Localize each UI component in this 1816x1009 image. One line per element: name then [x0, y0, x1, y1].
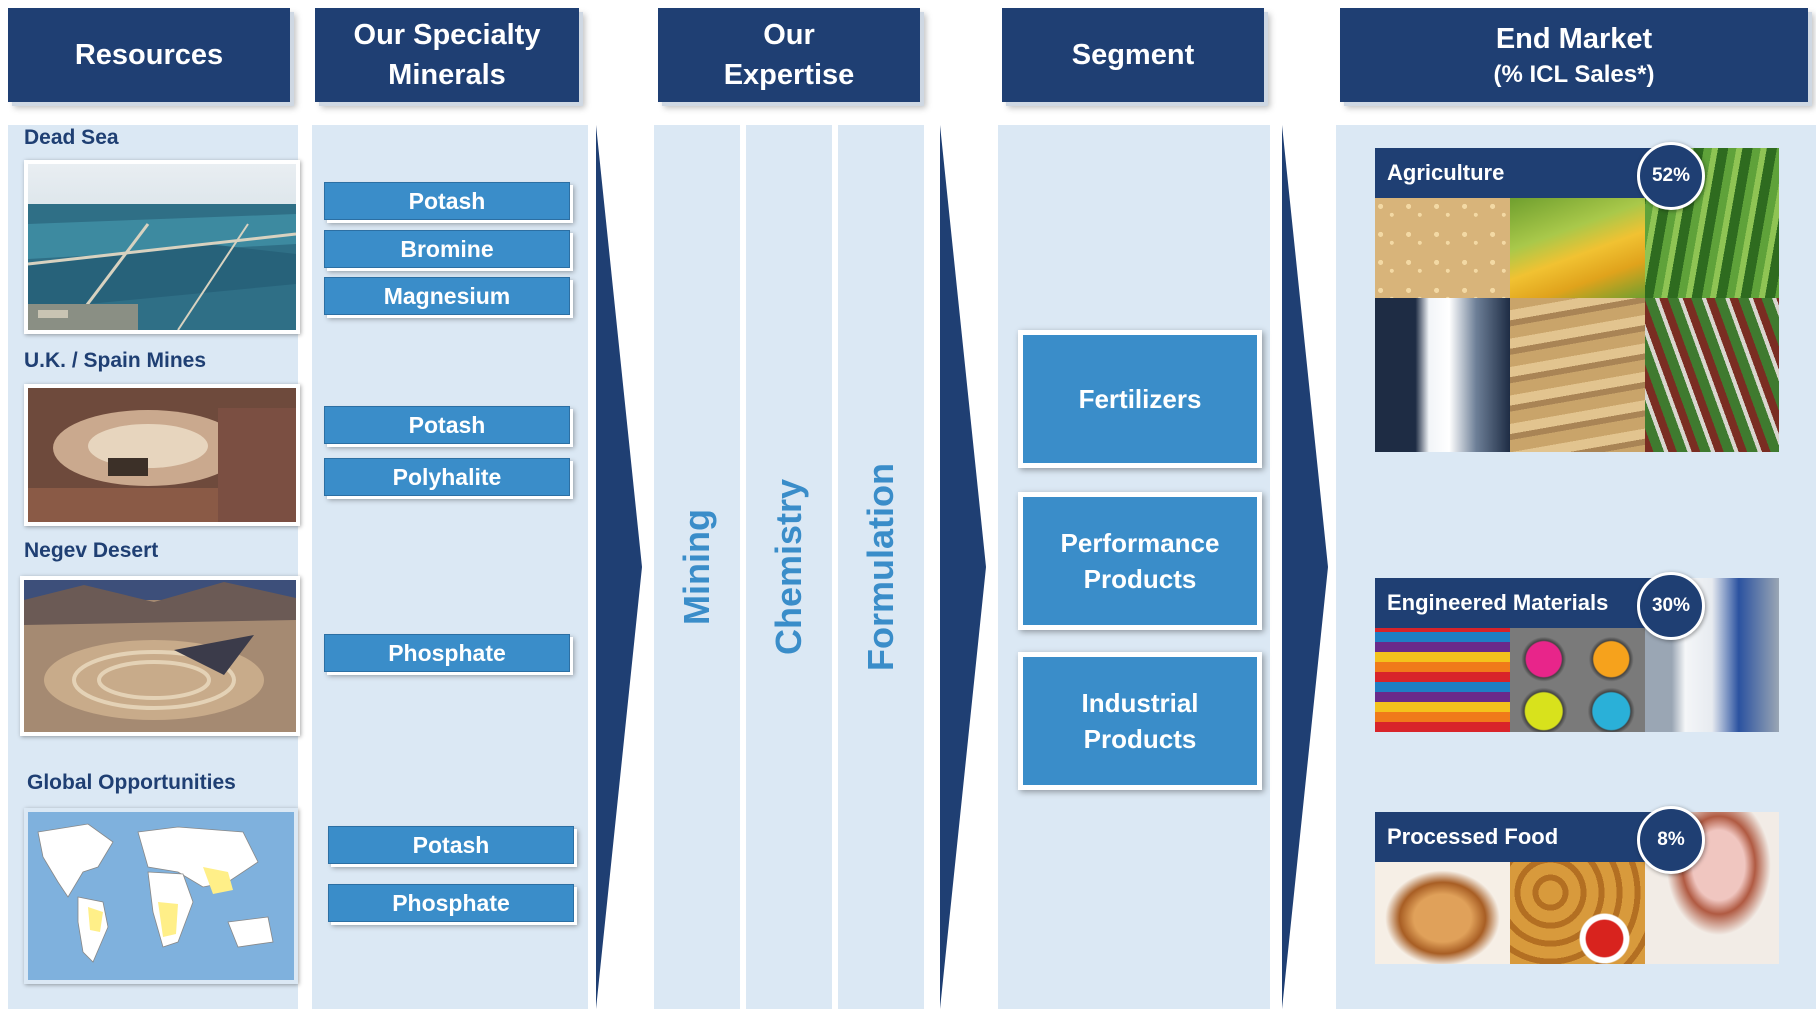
segment-fertilizers-label: Fertilizers — [1078, 384, 1202, 414]
segment-industrial-line2: Products — [1083, 724, 1197, 754]
header-resources-label: Resources — [74, 39, 224, 71]
mineral-phosphate-negev: Phosphate — [324, 634, 570, 672]
agriculture-percent: 52% — [1651, 165, 1691, 186]
processed-food-percent: 8% — [1657, 829, 1685, 850]
mineral-magnesium: Magnesium — [324, 277, 570, 315]
mineral-bromine: Bromine — [324, 230, 570, 268]
expertise-formulation-column: Formulation — [838, 125, 924, 1009]
mineral-potash-dead-sea: Potash — [324, 182, 570, 220]
segment-performance-line1: Performance — [1060, 528, 1220, 558]
resource-label-global: Global Opportunities — [27, 771, 236, 794]
paint-cans-image — [1510, 628, 1645, 732]
header-end-market: End Market (% ICL Sales*) — [1340, 8, 1808, 102]
header-segment-label: Segment — [1071, 39, 1195, 71]
header-resources: Resources — [8, 8, 290, 102]
end-market-agriculture: Agriculture 52% — [1375, 142, 1779, 452]
end-market-engineered-materials: Engineered Materials 30% — [1375, 572, 1779, 732]
header-specialty-minerals: Our Specialty Minerals — [315, 8, 579, 102]
agriculture-percent-badge: 52% — [1637, 142, 1705, 210]
expertise-mining: Mining — [676, 509, 717, 625]
header-expertise-line1: Our — [763, 19, 815, 51]
engineered-materials-bar: Engineered Materials — [1375, 578, 1663, 628]
mineral-potash-uk-spain: Potash — [324, 406, 570, 444]
greenhouse-image — [1645, 298, 1779, 452]
expertise-formulation: Formulation — [860, 463, 901, 671]
resource-label-dead-sea: Dead Sea — [24, 126, 119, 149]
header-minerals-line1: Our Specialty — [353, 19, 541, 51]
header-our-expertise: Our Expertise — [658, 8, 920, 102]
quarry-image — [1510, 298, 1645, 452]
nuggets-image — [1510, 862, 1645, 964]
segment-performance-products: Performance Products — [1018, 492, 1262, 630]
processed-food-label: Processed Food — [1387, 824, 1559, 849]
header-expertise-line2: Expertise — [723, 59, 855, 91]
header-segment: Segment — [1002, 8, 1264, 102]
segment-industrial-products: Industrial Products — [1018, 652, 1262, 790]
mineral-potash-global: Potash — [328, 826, 574, 864]
textiles-image — [1375, 628, 1510, 732]
resource-label-negev: Negev Desert — [24, 539, 159, 562]
flow-arrow-3 — [1282, 125, 1328, 1009]
mineral-polyhalite: Polyhalite — [324, 458, 570, 496]
negev-desert-photo — [20, 576, 300, 736]
processed-food-bar: Processed Food — [1375, 812, 1663, 862]
engineered-materials-percent-badge: 30% — [1637, 572, 1705, 640]
processed-food-percent-badge: 8% — [1637, 806, 1705, 874]
expertise-mining-column: Mining — [654, 125, 740, 1009]
mineral-phosphate-global: Phosphate — [328, 884, 574, 922]
flow-arrow-2 — [940, 125, 986, 1009]
bread-image — [1375, 862, 1510, 964]
header-end-market-line2: (% ICL Sales*) — [1493, 61, 1655, 88]
expertise-chemistry: Chemistry — [768, 478, 809, 656]
end-market-processed-food: Processed Food 8% — [1375, 806, 1779, 964]
agriculture-bar: Agriculture — [1375, 148, 1663, 198]
world-map-image — [24, 808, 298, 984]
engineered-materials-label: Engineered Materials — [1387, 590, 1609, 615]
engineered-materials-percent: 30% — [1651, 595, 1691, 616]
fertilizer-spread-image — [1375, 298, 1510, 452]
resource-label-uk-spain: U.K. / Spain Mines — [24, 349, 207, 372]
soybeans-image — [1375, 198, 1510, 298]
dead-sea-photo — [24, 160, 300, 334]
flow-arrow-1 — [596, 125, 642, 1009]
corn-image — [1510, 198, 1645, 298]
segment-fertilizers: Fertilizers — [1018, 330, 1262, 468]
segment-performance-line2: Products — [1083, 564, 1197, 594]
mine-tunnel-photo — [24, 384, 300, 526]
header-minerals-line2: Minerals — [388, 59, 506, 91]
expertise-chemistry-column: Chemistry — [746, 125, 832, 1009]
agriculture-label: Agriculture — [1387, 160, 1505, 185]
segment-industrial-line1: Industrial — [1081, 688, 1199, 718]
header-end-market-line1: End Market — [1495, 23, 1653, 55]
